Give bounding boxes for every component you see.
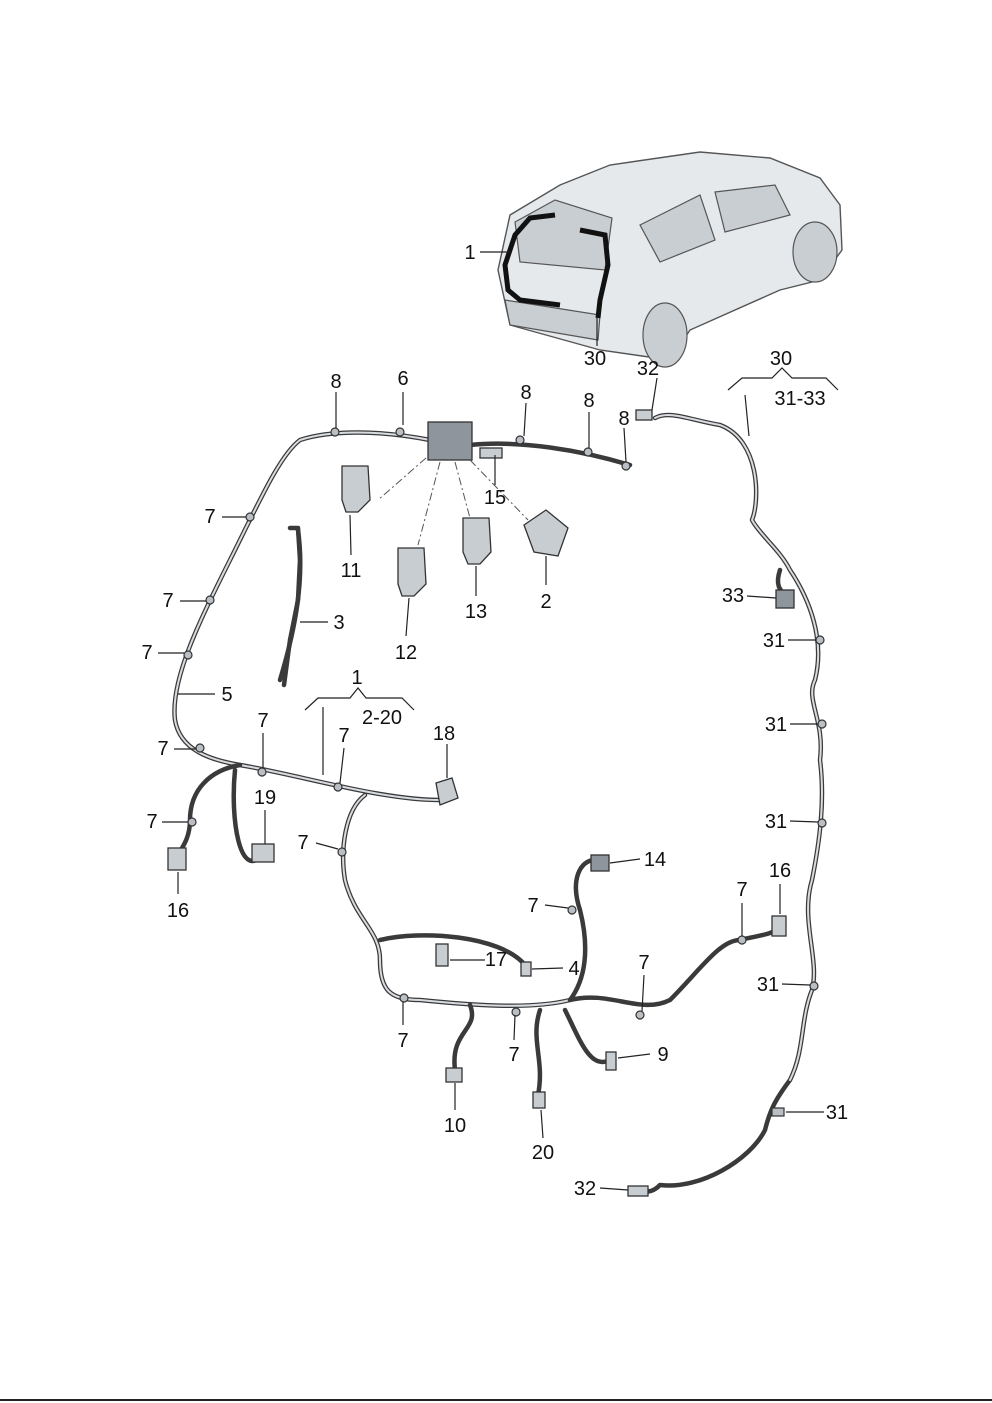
label-14: 14 bbox=[644, 849, 666, 871]
tailgate-seal bbox=[502, 212, 611, 319]
label-16: 16 bbox=[769, 860, 791, 882]
callout-labels: 1 30 30 31-33 32 8 6 8 8 8 15 7 7 7 5 3 … bbox=[141, 242, 848, 1200]
label-11: 11 bbox=[341, 560, 362, 582]
sensor-13 bbox=[462, 517, 492, 565]
connector-20 bbox=[532, 1091, 546, 1109]
label-33: 33 bbox=[722, 585, 744, 607]
label-8: 8 bbox=[583, 390, 594, 412]
label-19: 19 bbox=[254, 787, 276, 809]
label-10: 10 bbox=[444, 1115, 466, 1137]
label-13: 13 bbox=[465, 601, 487, 623]
connector-9 bbox=[605, 1051, 617, 1071]
label-31: 31 bbox=[757, 974, 779, 996]
label-1-group: 1 bbox=[351, 667, 362, 689]
connector-4 bbox=[520, 961, 532, 977]
label-18: 18 bbox=[433, 723, 455, 745]
connector-32-bottom bbox=[627, 1185, 649, 1197]
connector-10 bbox=[445, 1067, 463, 1083]
vehicle-illustration bbox=[497, 151, 843, 368]
label-2: 2 bbox=[540, 591, 551, 613]
connector-17 bbox=[435, 943, 449, 967]
label-7: 7 bbox=[736, 879, 747, 901]
label-6: 6 bbox=[397, 368, 408, 390]
label-12: 12 bbox=[395, 642, 417, 664]
socket-19 bbox=[251, 843, 275, 863]
label-30: 30 bbox=[584, 348, 606, 370]
label-4: 4 bbox=[568, 958, 579, 980]
label-31: 31 bbox=[826, 1102, 848, 1124]
label-16: 16 bbox=[167, 900, 189, 922]
label-7: 7 bbox=[508, 1044, 519, 1066]
connector-16-left bbox=[167, 847, 187, 871]
label-7: 7 bbox=[141, 642, 152, 664]
label-7: 7 bbox=[527, 895, 538, 917]
sensor-11 bbox=[341, 465, 371, 513]
components bbox=[167, 409, 827, 1197]
label-7: 7 bbox=[338, 725, 349, 747]
label-20: 20 bbox=[532, 1142, 554, 1164]
connector-32-top bbox=[635, 409, 653, 421]
label-31: 31 bbox=[765, 714, 787, 736]
label-7: 7 bbox=[204, 506, 215, 528]
label-31: 31 bbox=[765, 811, 787, 833]
label-9: 9 bbox=[657, 1044, 668, 1066]
label-8: 8 bbox=[330, 371, 341, 393]
label-31-33: 31-33 bbox=[774, 388, 825, 410]
leader-lines bbox=[158, 251, 839, 1191]
label-7: 7 bbox=[297, 832, 308, 854]
label-15: 15 bbox=[484, 487, 506, 509]
label-32: 32 bbox=[637, 358, 659, 380]
label-32: 32 bbox=[574, 1178, 596, 1200]
connector-14 bbox=[590, 854, 610, 872]
label-7: 7 bbox=[146, 811, 157, 833]
label-30-group: 30 bbox=[770, 348, 792, 370]
connector-18 bbox=[435, 777, 459, 806]
page-bottom-rule bbox=[0, 1399, 992, 1401]
label-7: 7 bbox=[157, 738, 168, 760]
control-unit bbox=[427, 421, 473, 461]
connector-16-right bbox=[771, 915, 787, 937]
label-1: 1 bbox=[464, 242, 475, 264]
label-2-20: 2-20 bbox=[362, 707, 402, 729]
connector-33 bbox=[775, 589, 795, 609]
label-8: 8 bbox=[520, 382, 531, 404]
sensor-12 bbox=[397, 547, 427, 597]
label-7: 7 bbox=[397, 1030, 408, 1052]
label-31: 31 bbox=[763, 630, 785, 652]
label-3: 3 bbox=[333, 612, 344, 634]
label-17: 17 bbox=[485, 949, 507, 971]
label-8: 8 bbox=[618, 408, 629, 430]
label-7: 7 bbox=[257, 710, 268, 732]
bracket-2 bbox=[523, 509, 569, 557]
label-7: 7 bbox=[162, 590, 173, 612]
label-5: 5 bbox=[221, 684, 232, 706]
label-7: 7 bbox=[638, 952, 649, 974]
